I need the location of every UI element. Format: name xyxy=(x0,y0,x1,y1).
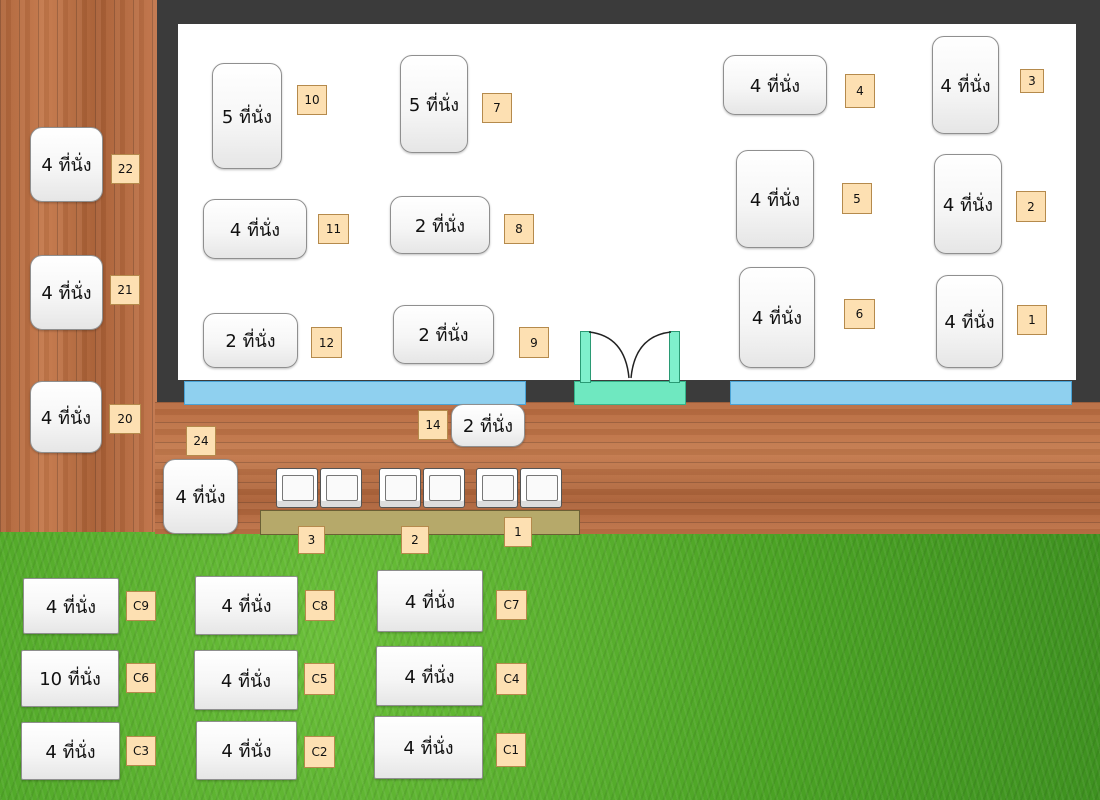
table-21[interactable]: 4 ที่นั่ง xyxy=(30,255,103,330)
table-number-tag: 1 xyxy=(1017,305,1047,335)
table-number-tag: C8 xyxy=(305,590,335,621)
table-number-tag: C3 xyxy=(126,736,156,766)
table-14[interactable]: 2 ที่นั่ง xyxy=(451,404,525,447)
table-2[interactable]: 4 ที่นั่ง xyxy=(934,154,1002,254)
table-8[interactable]: 2 ที่นั่ง xyxy=(390,196,490,254)
entrance-door-sill xyxy=(574,381,686,405)
table-24[interactable]: 4 ที่นั่ง xyxy=(163,459,238,534)
bar-stool[interactable] xyxy=(423,468,465,508)
table-c9[interactable]: 4 ที่นั่ง xyxy=(23,578,119,634)
bar-seat-tag: 2 xyxy=(401,526,429,554)
table-number-tag: 24 xyxy=(186,426,216,456)
table-number-tag: 11 xyxy=(318,214,349,244)
table-5[interactable]: 4 ที่นั่ง xyxy=(736,150,814,248)
table-number-tag: 2 xyxy=(1016,191,1046,222)
table-number-tag: C9 xyxy=(126,591,156,621)
table-c8[interactable]: 4 ที่นั่ง xyxy=(195,576,298,635)
bar-stool[interactable] xyxy=(476,468,518,508)
table-number-tag: 22 xyxy=(111,154,140,184)
table-6[interactable]: 4 ที่นั่ง xyxy=(739,267,815,368)
table-number-tag: 5 xyxy=(842,183,872,214)
table-number-tag: 8 xyxy=(504,214,534,244)
table-3[interactable]: 4 ที่นั่ง xyxy=(932,36,999,134)
table-number-tag: C5 xyxy=(304,663,335,695)
table-c7[interactable]: 4 ที่นั่ง xyxy=(377,570,483,632)
table-11[interactable]: 4 ที่นั่ง xyxy=(203,199,307,259)
table-10[interactable]: 5 ที่นั่ง xyxy=(212,63,282,169)
table-number-tag: 10 xyxy=(297,85,327,115)
bar-seat-tag: 1 xyxy=(504,517,532,547)
table-number-tag: 4 xyxy=(845,74,875,108)
table-number-tag: C1 xyxy=(496,733,526,767)
table-c5[interactable]: 4 ที่นั่ง xyxy=(194,650,298,710)
table-number-tag: C6 xyxy=(126,663,156,693)
table-number-tag: C4 xyxy=(496,663,527,695)
table-c4[interactable]: 4 ที่นั่ง xyxy=(376,646,483,706)
table-number-tag: 7 xyxy=(482,93,512,123)
bar-seat-tag: 3 xyxy=(298,526,325,554)
table-12[interactable]: 2 ที่นั่ง xyxy=(203,313,298,368)
grass-garden-area xyxy=(0,532,1100,800)
table-number-tag: 9 xyxy=(519,327,549,358)
front-window-right xyxy=(730,381,1072,405)
indoor-room-floor xyxy=(178,24,1076,380)
front-window-left xyxy=(184,381,526,405)
bar-stool[interactable] xyxy=(520,468,562,508)
table-c6[interactable]: 10 ที่นั่ง xyxy=(21,650,119,707)
table-number-tag: 14 xyxy=(418,410,448,440)
table-number-tag: C2 xyxy=(304,736,335,768)
door-post-left xyxy=(580,331,591,383)
table-number-tag: 6 xyxy=(844,299,875,329)
table-number-tag: C7 xyxy=(496,590,527,620)
table-4[interactable]: 4 ที่นั่ง xyxy=(723,55,827,115)
table-number-tag: 3 xyxy=(1020,69,1044,93)
table-number-tag: 20 xyxy=(109,404,141,434)
bar-stool[interactable] xyxy=(276,468,318,508)
table-9[interactable]: 2 ที่นั่ง xyxy=(393,305,494,364)
door-post-right xyxy=(669,331,680,383)
table-1[interactable]: 4 ที่นั่ง xyxy=(936,275,1003,368)
table-number-tag: 21 xyxy=(110,275,140,305)
table-20[interactable]: 4 ที่นั่ง xyxy=(30,381,102,453)
table-c2[interactable]: 4 ที่นั่ง xyxy=(196,721,297,780)
table-number-tag: 12 xyxy=(311,327,342,358)
table-22[interactable]: 4 ที่นั่ง xyxy=(30,127,103,202)
table-c1[interactable]: 4 ที่นั่ง xyxy=(374,716,483,779)
door-swing-icon xyxy=(588,331,672,379)
bar-stool[interactable] xyxy=(320,468,362,508)
table-c3[interactable]: 4 ที่นั่ง xyxy=(21,722,120,780)
bar-stool[interactable] xyxy=(379,468,421,508)
table-7[interactable]: 5 ที่นั่ง xyxy=(400,55,468,153)
